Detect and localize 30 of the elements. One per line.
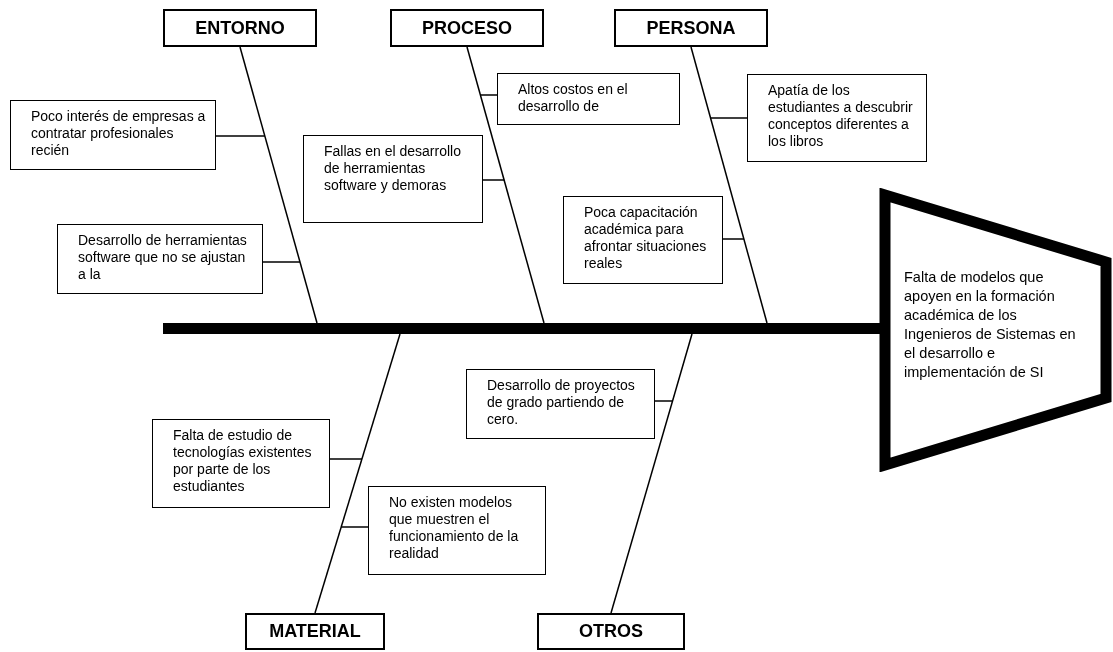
category-box: PERSONA (614, 9, 768, 47)
fishbone-spine (163, 323, 881, 334)
cause-box: Altos costos en el desarrollo de (497, 73, 680, 125)
cause-box: Desarrollo de proyectos de grado partiendo de cero. (466, 369, 655, 439)
leader-line (482, 179, 505, 181)
cause-box: Poco interés de empresas a contratar profesionales recién (10, 100, 216, 170)
cause-box: Desarrollo de herramientas software que no se ajustan a la (57, 224, 263, 294)
leader-line (722, 238, 745, 240)
cause-box: Apatía de los estudiantes a descubrir conceptos diferentes a los libros (747, 74, 927, 162)
leader-line (479, 94, 498, 96)
cause-box: Poca capacitación académica para afrontar situaciones reales (563, 196, 723, 284)
cause-box: Fallas en el desarrollo de herramientas software y demoras (303, 135, 483, 223)
category-box: MATERIAL (245, 613, 385, 650)
bone-line (690, 46, 768, 324)
bone-line (314, 333, 401, 614)
category-box: OTROS (537, 613, 685, 650)
leader-line (709, 117, 748, 119)
category-box: ENTORNO (163, 9, 317, 47)
cause-box: No existen modelos que muestren el funcionamiento de la realidad (368, 486, 546, 575)
category-box: PROCESO (390, 9, 544, 47)
leader-line (262, 261, 301, 263)
leader-line (654, 400, 674, 402)
effect-text: Falta de modelos que apoyen en la formación académica de los Ingenieros de Sistemas en el desarrollo e implementación de SI (904, 268, 1077, 382)
leader-line (329, 458, 363, 460)
leader-line (215, 135, 266, 137)
cause-box: Falta de estudio de tecnologías existentes por parte de los estudiantes (152, 419, 330, 508)
bone-line (466, 46, 545, 324)
bone-line (239, 46, 318, 324)
leader-line (340, 526, 369, 528)
bone-line (610, 333, 693, 614)
